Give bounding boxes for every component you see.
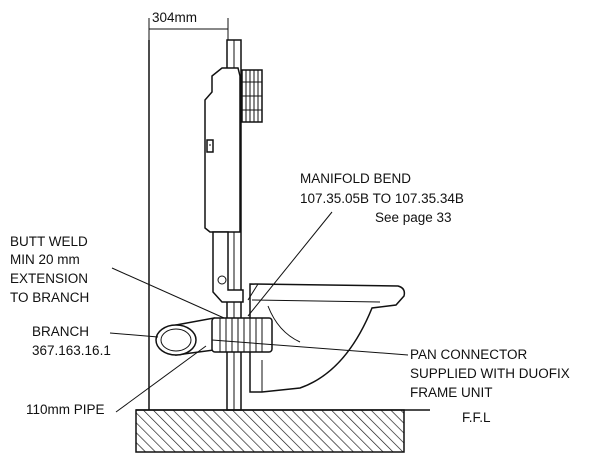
svg-text:MANIFOLD BEND: MANIFOLD BEND [300,171,411,186]
dimension-label: 304mm [152,10,197,25]
svg-text:SUPPLIED WITH DUOFIX: SUPPLIED WITH DUOFIX [410,366,570,381]
svg-text:367.163.16.1: 367.163.16.1 [32,343,111,358]
svg-text:BRANCH: BRANCH [32,324,89,339]
manifold-bend-label: MANIFOLD BEND 107.35.05B TO 107.35.34B S… [300,171,464,225]
svg-text:EXTENSION: EXTENSION [10,271,88,286]
dimension-304mm: 304mm [148,10,229,40]
branch-label: BRANCH 367.163.16.1 [32,324,111,358]
butt-weld-label: BUTT WELD MIN 20 mm EXTENSION TO BRANCH [10,234,89,305]
svg-text:110mm PIPE: 110mm PIPE [26,402,105,417]
ribbed-fitting [241,69,263,123]
pan-connector-label: PAN CONNECTOR SUPPLIED WITH DUOFIX FRAME… [410,347,570,400]
floor-label: F.F.L [462,410,491,425]
svg-text:FRAME UNIT: FRAME UNIT [410,385,493,400]
svg-text:MIN 20 mm: MIN 20 mm [10,252,80,267]
pipe-label: 110mm PIPE [26,402,105,417]
svg-text:BUTT WELD: BUTT WELD [10,234,88,249]
svg-text:107.35.05B TO 107.35.34B: 107.35.05B TO 107.35.34B [300,191,464,206]
pan-connector [211,317,273,353]
svg-text:F.F.L: F.F.L [462,410,491,425]
floor-slab [135,409,430,453]
svg-text:PAN CONNECTOR: PAN CONNECTOR [410,347,528,362]
svg-text:See page 33: See page 33 [375,210,452,225]
flush-pipe [212,231,244,303]
toilet-pan [247,283,406,393]
cistern [204,67,241,233]
branch-pipe [155,317,215,356]
leader-lines [109,211,409,413]
svg-text:TO BRANCH: TO BRANCH [10,290,89,305]
